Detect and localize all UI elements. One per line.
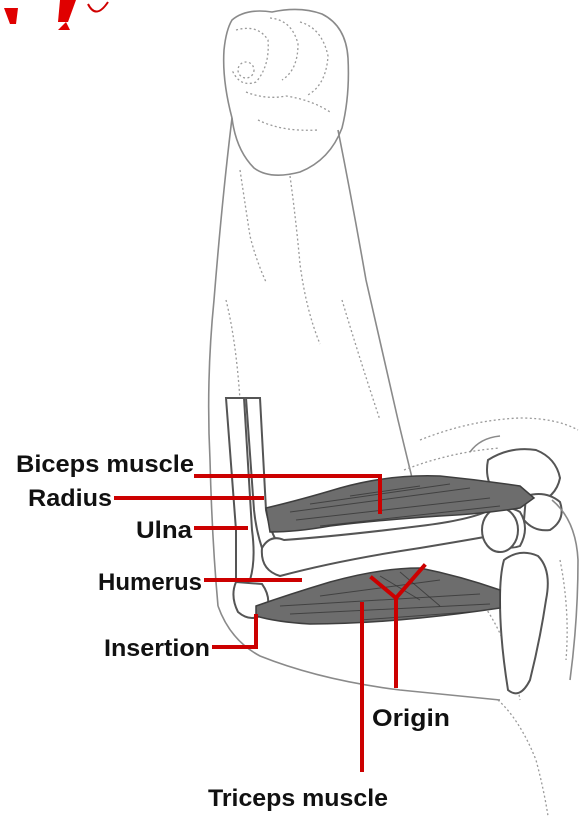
insertion-pointer	[214, 616, 256, 647]
label-origin: Origin	[372, 705, 450, 732]
triceps-muscle	[256, 568, 500, 624]
shoulder-bones	[470, 436, 578, 693]
label-humerus: Humerus	[98, 569, 202, 596]
label-ulna: Ulna	[136, 517, 193, 544]
label-insertion: Insertion	[104, 635, 210, 662]
label-triceps-muscle: Triceps muscle	[208, 785, 388, 812]
fist-drawing	[224, 9, 349, 175]
label-biceps-muscle: Biceps muscle	[16, 451, 194, 478]
label-radius: Radius	[28, 485, 112, 512]
title-fragment	[4, 0, 108, 30]
